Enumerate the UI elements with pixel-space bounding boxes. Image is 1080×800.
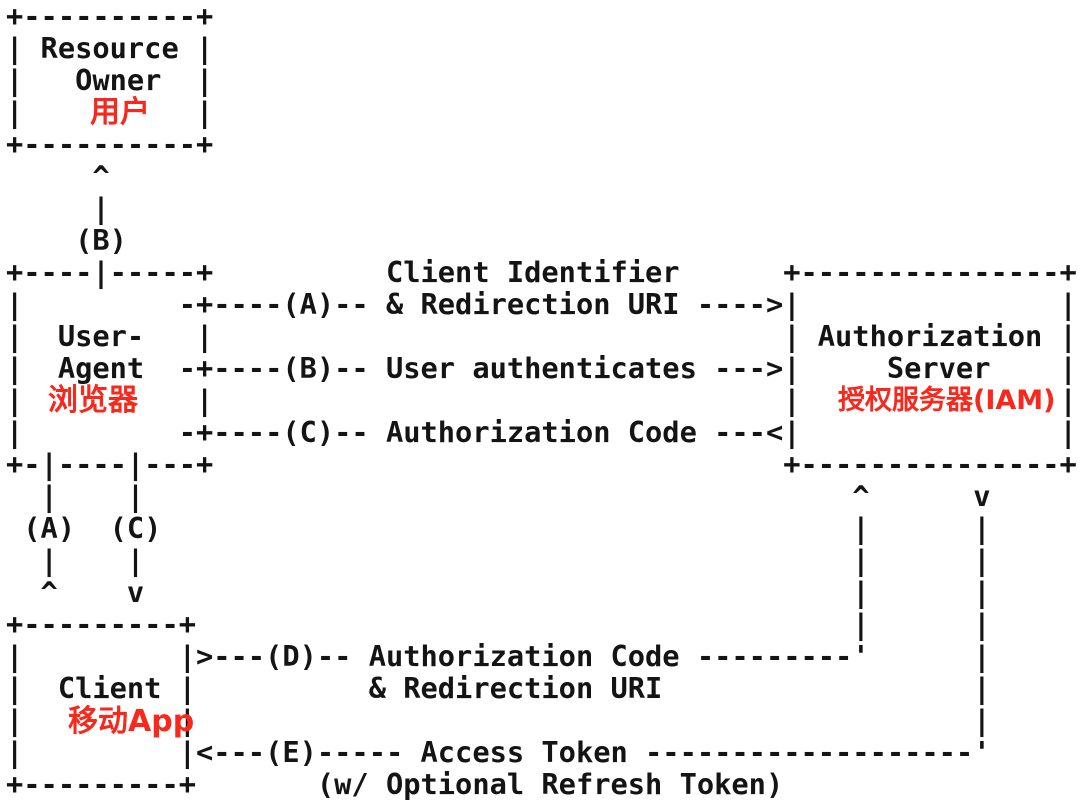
ascii-art-diagram: +----------+ | Resource | | Owner | | | … <box>6 0 1077 800</box>
client-cn-annotation: 移动App <box>68 704 195 739</box>
user-agent-cn-annotation: 浏览器 <box>48 383 138 418</box>
authorization-server-cn-annotation: 授权服务器(IAM) <box>838 385 1056 416</box>
resource-owner-cn-annotation: 用户 <box>90 95 150 130</box>
